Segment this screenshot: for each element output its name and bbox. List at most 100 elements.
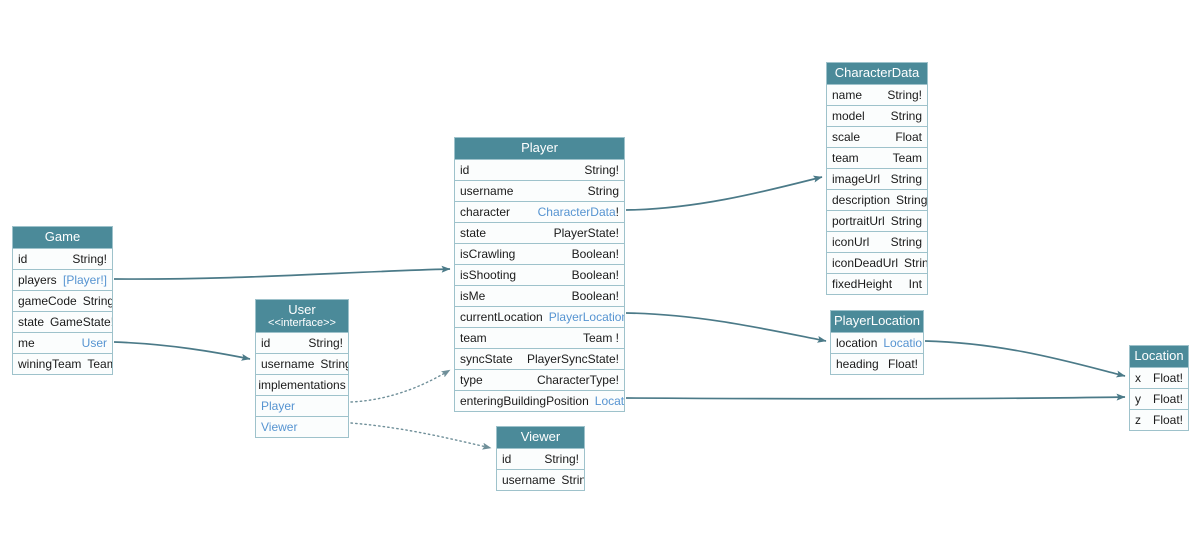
field-name: id	[460, 163, 470, 177]
field-name: currentLocation	[460, 310, 543, 324]
field-type: Location	[595, 394, 624, 408]
field-name: username	[502, 473, 556, 487]
field-type: String!	[308, 336, 343, 350]
field-name: location	[836, 336, 878, 350]
field-row[interactable]: Viewer	[256, 416, 348, 437]
field-type: String	[890, 214, 923, 228]
field-name: enteringBuildingPosition	[460, 394, 589, 408]
field-row[interactable]: state GameState!	[13, 311, 112, 332]
field-type: User	[82, 336, 107, 350]
field-name: isCrawling	[460, 247, 516, 261]
field-name: username	[460, 184, 514, 198]
field-row[interactable]: location Location!	[831, 332, 923, 353]
field-name: state	[18, 315, 45, 329]
field-name: z	[1135, 413, 1141, 427]
field-type: GameState!	[50, 315, 112, 329]
field-row[interactable]: winingTeamTeam	[13, 353, 112, 374]
field-type: Float!	[1152, 371, 1183, 385]
entity-user[interactable]: User<<interface>> id String! usernameString…	[255, 299, 349, 438]
field-row[interactable]: me User	[13, 332, 112, 353]
field-row[interactable]: type CharacterType!	[455, 369, 624, 390]
field-type: Float!	[887, 357, 918, 371]
field-row[interactable]: team Team !	[455, 327, 624, 348]
field-name: name	[832, 88, 863, 102]
field-row[interactable]: implementations	[256, 374, 348, 395]
field-name: me	[18, 336, 35, 350]
field-name: team	[460, 331, 487, 345]
field-type-link[interactable]: Location	[883, 336, 923, 350]
edge-player-enteringbuildingposition-to-location	[625, 393, 1126, 401]
field-row[interactable]: gameCodeString!	[13, 290, 112, 311]
field-type: Boolean!	[571, 289, 619, 303]
field-row[interactable]: z Float!	[1130, 409, 1188, 430]
field-row[interactable]: iconDeadUrlString	[827, 252, 927, 273]
field-row[interactable]: enteringBuildingPosition Location	[455, 390, 624, 411]
field-name: Viewer	[261, 420, 298, 434]
field-type-link[interactable]: PlayerLocation	[548, 310, 624, 324]
field-type: String	[587, 184, 619, 198]
field-type: Float!	[1152, 392, 1183, 406]
field-row[interactable]: players [Player!]	[13, 269, 112, 290]
field-name: character	[460, 205, 511, 219]
edge-playerlocation-location-to-location	[924, 340, 1126, 378]
field-type: Team !	[582, 331, 619, 345]
field-row[interactable]: Player	[256, 395, 348, 416]
field-type: Float	[895, 130, 922, 144]
entity-title-viewer: Viewer	[497, 427, 584, 448]
field-name: model	[832, 109, 865, 123]
field-row[interactable]: model String	[827, 105, 927, 126]
field-name: type	[460, 373, 483, 387]
field-type-link[interactable]: [Player!]	[62, 273, 107, 287]
entity-title-game: Game	[13, 227, 112, 248]
field-type-link[interactable]: CharacterData	[537, 205, 616, 219]
field-type: String	[890, 235, 922, 249]
field-name: id	[261, 336, 271, 350]
field-type: Location!	[883, 336, 923, 350]
edge-game-me-to-user	[113, 341, 251, 361]
field-type: String	[904, 256, 927, 270]
field-type-link[interactable]: User	[81, 336, 107, 350]
field-type: Float!	[1152, 413, 1183, 427]
edge-user-viewer-impl	[350, 422, 492, 450]
field-name: portraitUrl	[832, 214, 885, 228]
field-row[interactable]: username String	[455, 180, 624, 201]
field-name: winingTeam	[18, 357, 82, 371]
field-row[interactable]: portraitUrl String	[827, 210, 927, 231]
field-type-link[interactable]: Location	[594, 394, 624, 408]
field-type: CharacterType!	[536, 373, 619, 387]
entity-stereotype-text: <<interface>>	[268, 317, 336, 329]
field-type: String	[890, 109, 922, 123]
entity-title-user: User<<interface>>	[256, 300, 348, 332]
field-name: players	[18, 273, 57, 287]
field-row[interactable]: id String!	[256, 332, 348, 353]
entity-playerlocation[interactable]: PlayerLocationlocationLocation!headingFl…	[830, 310, 924, 375]
